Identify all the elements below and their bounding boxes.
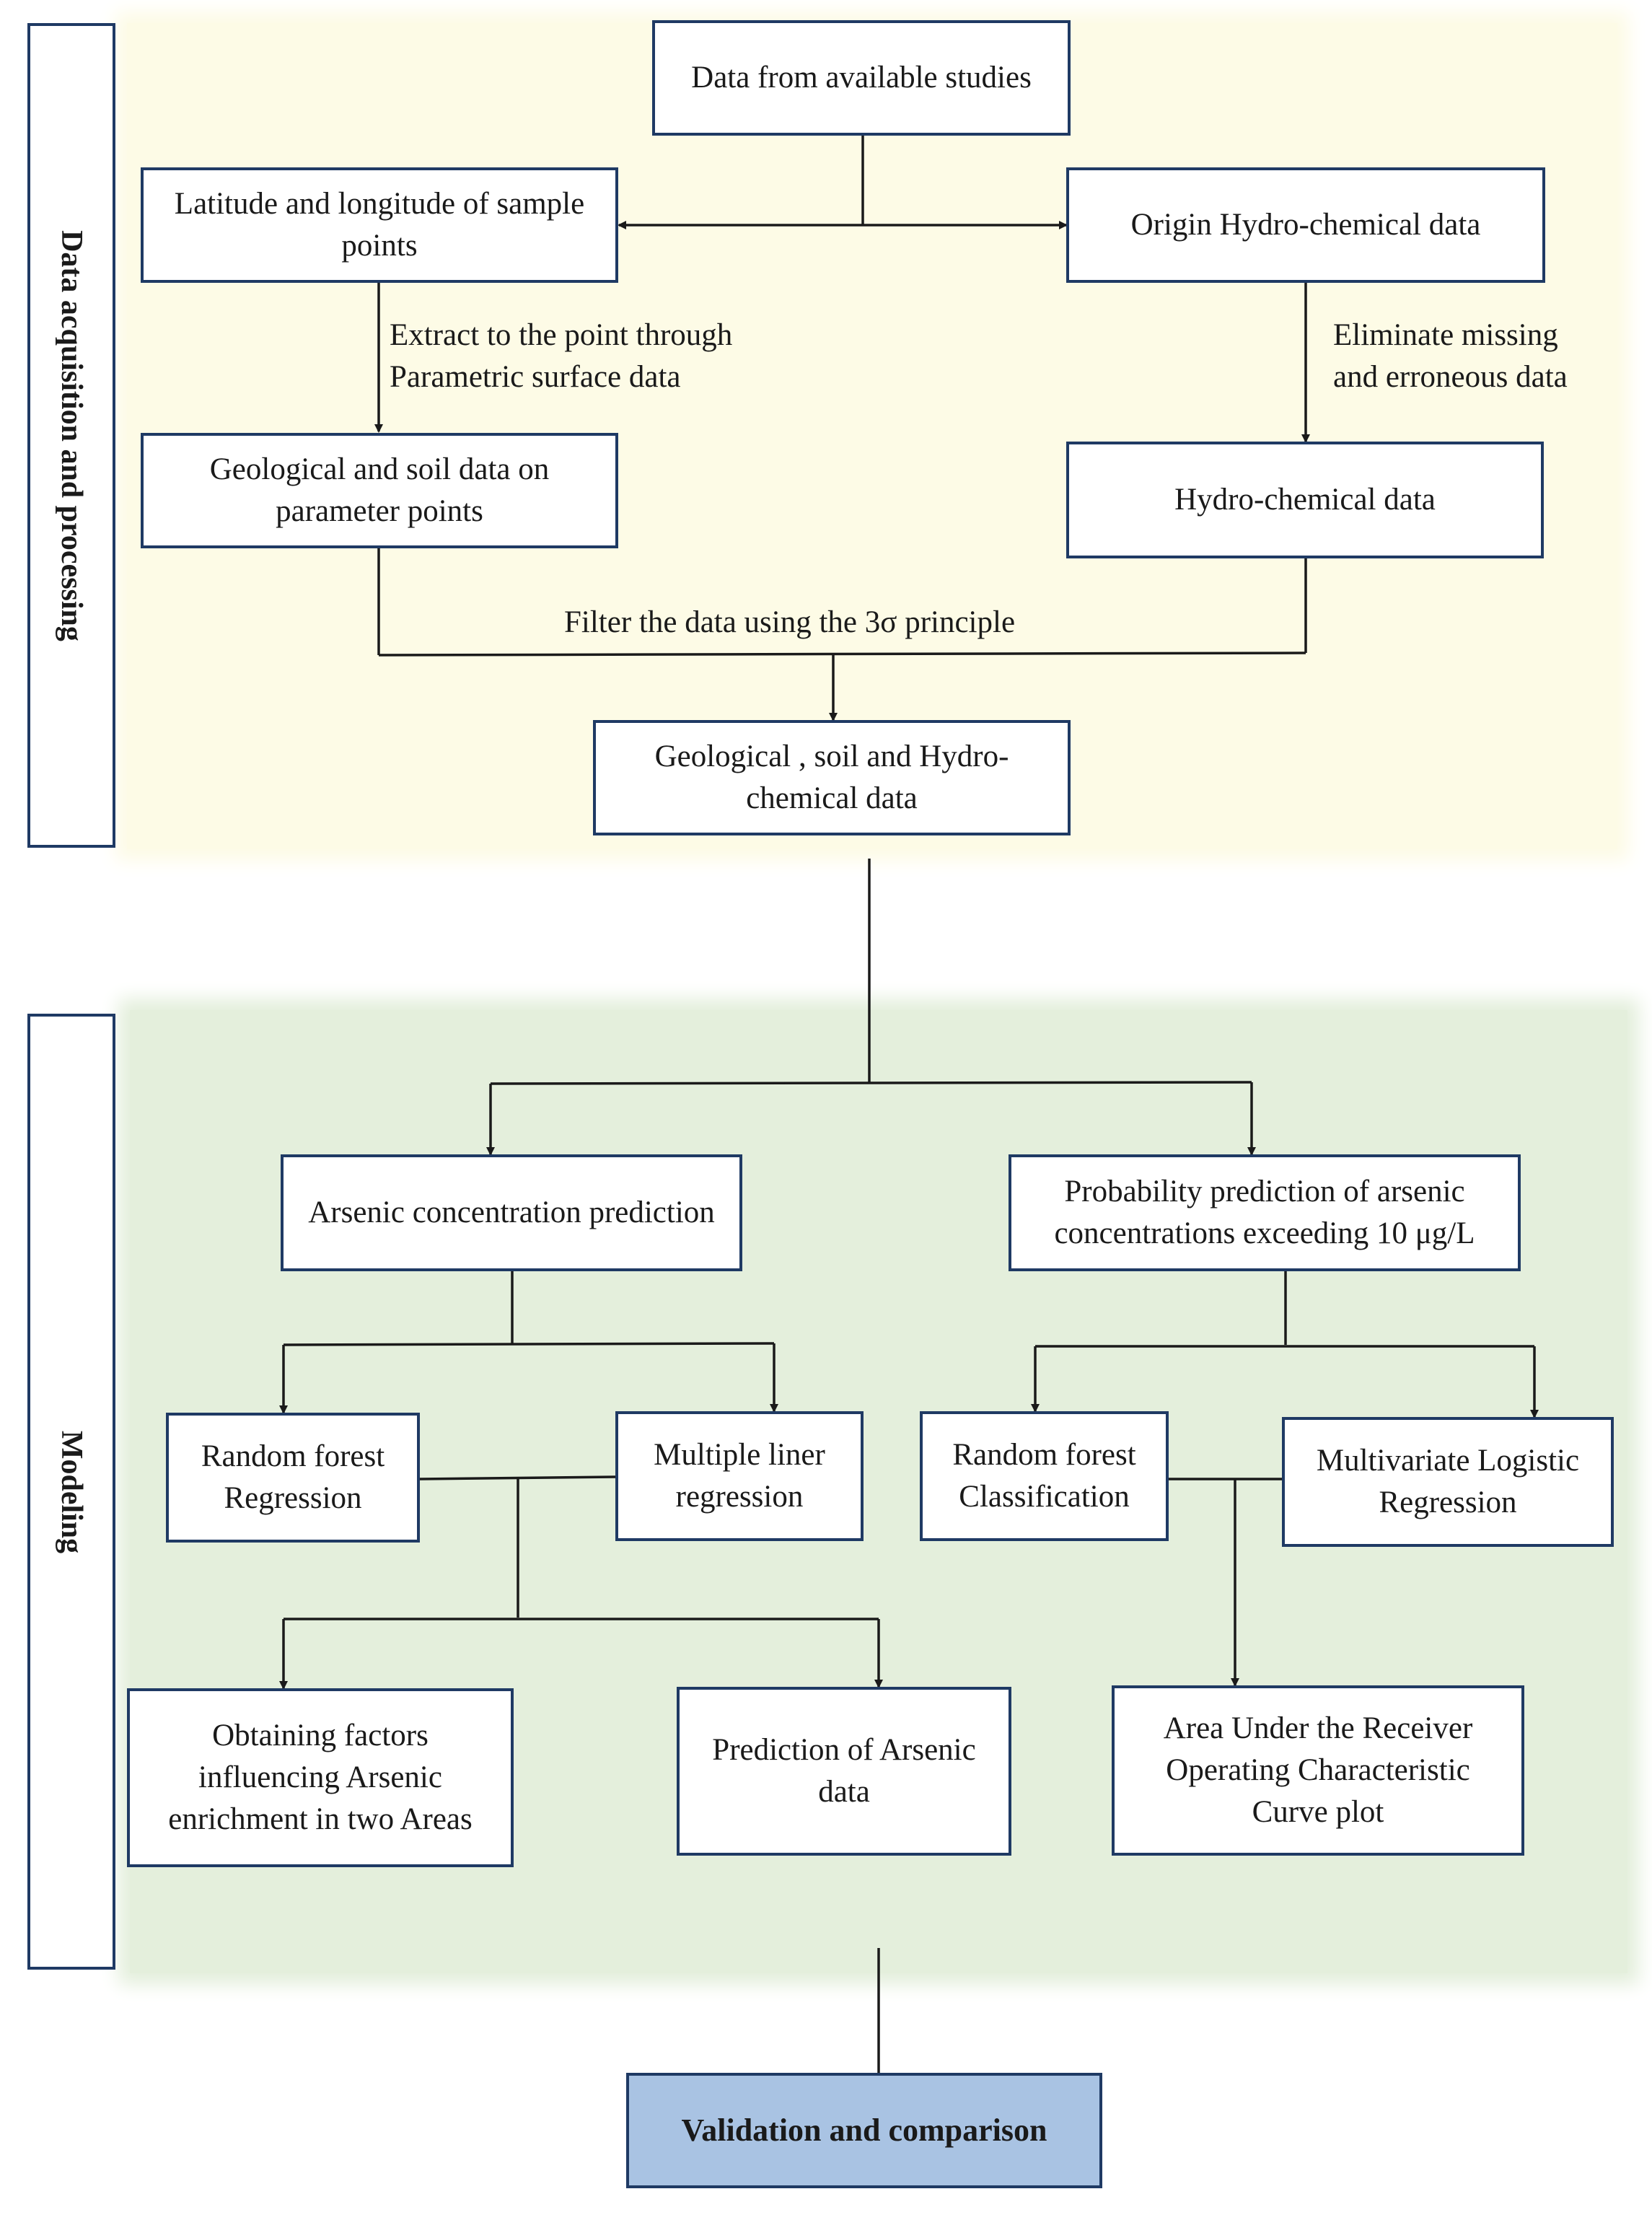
- node-lat-long: Latitude and longitude of sample points: [141, 167, 618, 283]
- node-rf-classification: Random forest Classification: [920, 1411, 1169, 1541]
- edge-split-horizontal: [490, 1081, 1252, 1085]
- node-combined-data: Geological , soil and Hydro-chemical dat…: [593, 720, 1071, 835]
- node-origin-hydro: Origin Hydro-chemical data: [1066, 167, 1545, 283]
- node-arsenic-prediction: Arsenic concentration prediction: [281, 1154, 742, 1271]
- label-extract: Extract to the point through Parametric …: [390, 318, 733, 395]
- modeling-section-label: Modeling: [27, 1014, 115, 1970]
- node-validation: Validation and comparison: [626, 2073, 1102, 2188]
- node-data-sources: Data from available studies: [652, 20, 1071, 136]
- node-auc-plot: Area Under the Receiver Operating Charac…: [1112, 1685, 1524, 1856]
- node-obtaining-factors: Obtaining factors influencing Arsenic en…: [127, 1688, 514, 1867]
- edge-left-merge: [419, 1475, 616, 1480]
- node-prediction-arsenic: Prediction of Arsenic data: [677, 1687, 1011, 1856]
- acquisition-section-label: Data acquisition and processing: [27, 23, 115, 848]
- node-probability-prediction: Probability prediction of arsenic concen…: [1009, 1154, 1521, 1271]
- node-hydro-data: Hydro-chemical data: [1066, 442, 1544, 558]
- label-eliminate: Eliminate missing and erroneous data: [1333, 318, 1568, 395]
- node-multivariate-logistic: Multivariate Logistic Regression: [1282, 1417, 1614, 1547]
- node-rf-regression: Random forest Regression: [166, 1413, 420, 1543]
- node-multiple-liner: Multiple liner regression: [615, 1411, 864, 1541]
- edge-left-split: [283, 1342, 775, 1346]
- label-filter: Filter the data using the 3σ principle: [564, 605, 1016, 639]
- edge-merge-horizontal: [378, 651, 1306, 657]
- node-geo-soil-points: Geological and soil data on parameter po…: [141, 433, 618, 548]
